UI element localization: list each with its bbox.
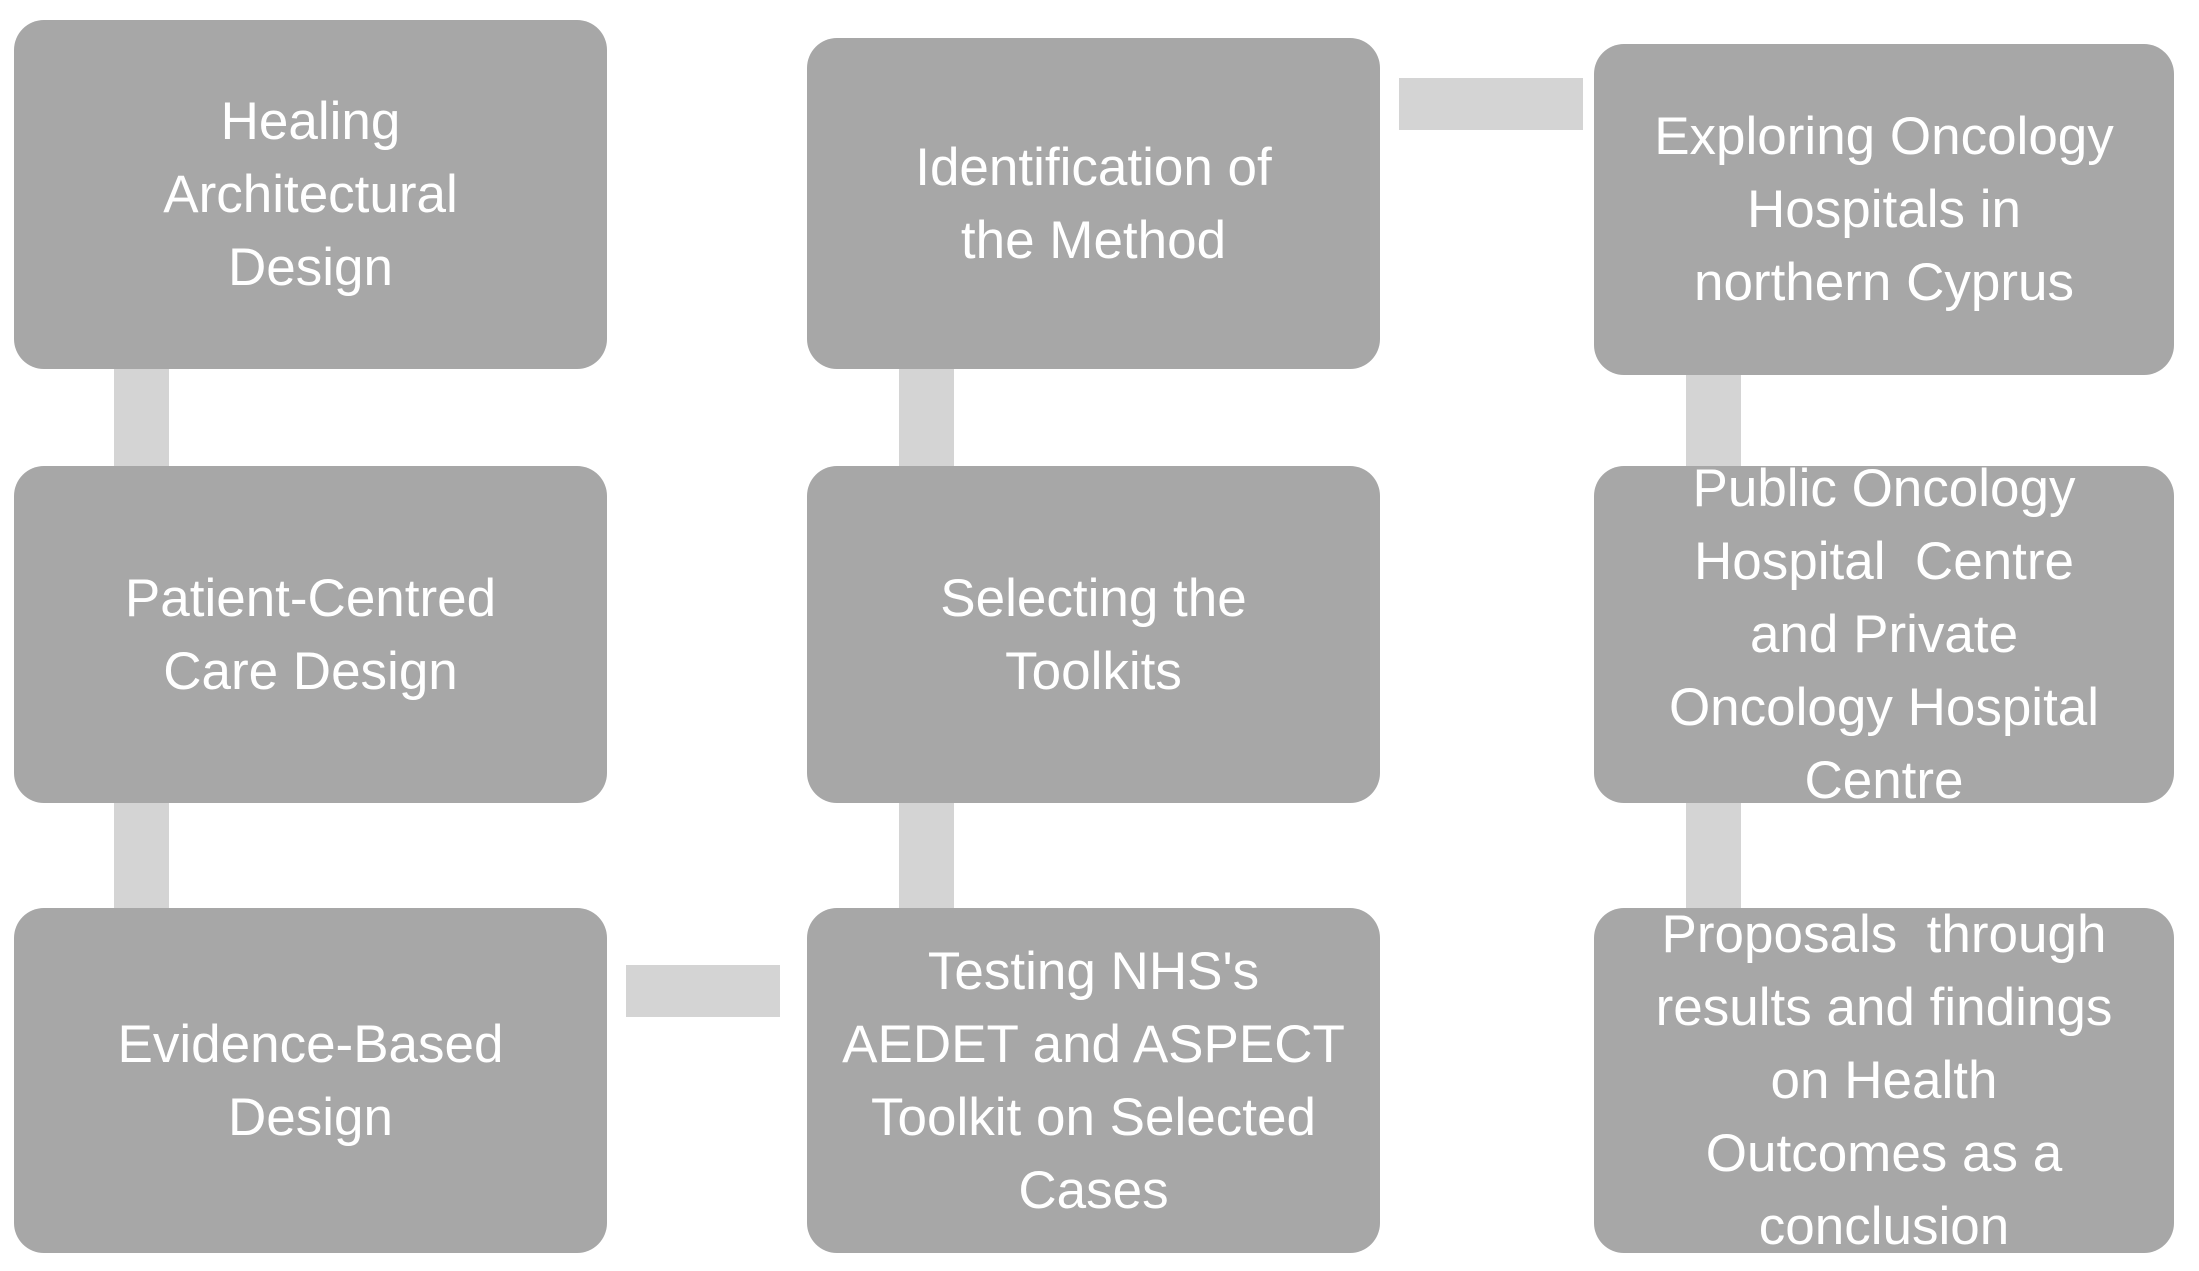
node-evidence-based-design: Evidence-Based Design xyxy=(14,908,607,1253)
node-identification-of-the-method: Identification of the Method xyxy=(807,38,1380,369)
node-label: Testing NHS's AEDET and ASPECT Toolkit o… xyxy=(842,941,1345,1220)
node-label: Selecting the Toolkits xyxy=(940,568,1247,701)
node-patient-centred-care-design: Patient-Centred Care Design xyxy=(14,466,607,803)
node-label: Evidence-Based Design xyxy=(117,1014,504,1147)
connector-identification-to-selecting xyxy=(899,369,954,466)
node-public-private-oncology-centres: Public Oncology Hospital Centre and Priv… xyxy=(1594,459,2174,810)
connector-healing-to-patient-centred xyxy=(114,369,169,466)
connector-identification-to-exploring xyxy=(1399,78,1583,130)
node-proposals-conclusion: Proposals through results and findings o… xyxy=(1594,905,2174,1256)
node-label: Identification of the Method xyxy=(915,137,1272,270)
node-healing-architectural-design: Healing Architectural Design xyxy=(14,20,607,369)
node-label: Proposals through results and findings o… xyxy=(1655,905,2113,1256)
connector-patient-centred-to-evidence-based xyxy=(114,803,169,908)
connector-selecting-to-testing xyxy=(899,803,954,908)
node-label: Public Oncology Hospital Centre and Priv… xyxy=(1668,459,2100,810)
connector-evidence-based-to-testing xyxy=(626,965,780,1017)
node-selecting-the-toolkits: Selecting the Toolkits xyxy=(807,466,1380,803)
connector-exploring-to-public-private xyxy=(1686,375,1741,466)
node-testing-nhs-toolkits: Testing NHS's AEDET and ASPECT Toolkit o… xyxy=(807,908,1380,1253)
node-label: Patient-Centred Care Design xyxy=(124,568,497,701)
connector-public-private-to-proposals xyxy=(1686,803,1741,908)
node-label: Healing Architectural Design xyxy=(163,92,458,297)
node-exploring-oncology-hospitals: Exploring Oncology Hospitals in northern… xyxy=(1594,44,2174,375)
node-label: Exploring Oncology Hospitals in northern… xyxy=(1654,107,2114,312)
